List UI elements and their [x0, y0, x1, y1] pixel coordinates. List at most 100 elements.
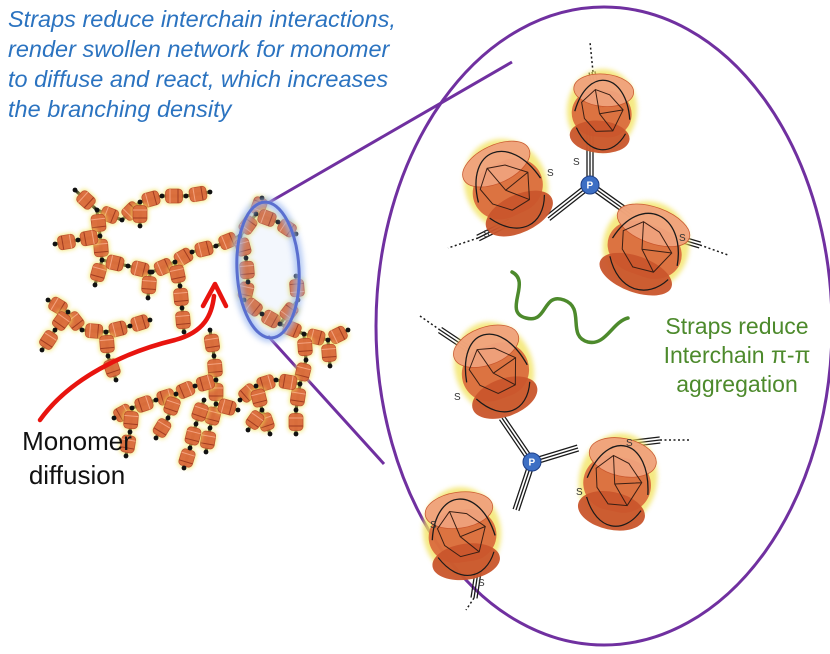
repeat-unit	[119, 433, 137, 455]
caption-top-line-3: to diffuse and react, which increases	[8, 66, 389, 92]
branch-node	[97, 233, 103, 239]
repeat-unit	[162, 395, 182, 417]
branch-node	[207, 425, 213, 431]
branch-node	[94, 207, 100, 213]
branch-node	[189, 249, 195, 255]
repeat-unit	[140, 274, 158, 296]
branch-node	[213, 377, 219, 383]
repeat-unit	[56, 233, 77, 251]
repeat-unit	[206, 357, 224, 379]
branch-node	[253, 383, 259, 389]
branch-node	[293, 407, 299, 413]
branch-node	[103, 329, 109, 335]
caption-monomer-diffusion: Monomer diffusion	[2, 424, 152, 492]
caption-right-line-2: Interchain π-π	[663, 342, 811, 368]
branch-node	[259, 311, 265, 317]
repeat-unit	[288, 412, 304, 432]
branch-node	[181, 465, 187, 471]
branch-node	[273, 377, 279, 383]
branch-node	[159, 193, 165, 199]
repeat-unit	[129, 313, 151, 333]
branch-node	[297, 381, 303, 387]
sulfur-label: S	[547, 168, 554, 179]
sulfur-label: S	[483, 229, 490, 240]
branch-node	[275, 219, 281, 225]
selection-ellipse	[232, 197, 304, 343]
branch-node	[125, 263, 131, 269]
sulfur-label: S	[573, 157, 580, 168]
repeat-unit	[249, 387, 269, 409]
repeat-unit	[75, 189, 97, 211]
repeat-unit	[277, 373, 299, 391]
branch-node	[192, 383, 198, 389]
branch-node	[153, 397, 159, 403]
zoom-line-bottom	[266, 334, 386, 466]
repeat-unit	[216, 397, 238, 417]
repeat-unit	[133, 394, 155, 414]
branch-node	[52, 327, 58, 333]
branch-node	[183, 193, 189, 199]
branch-node	[303, 357, 309, 363]
branch-node	[345, 327, 351, 333]
repeat-unit	[174, 309, 192, 331]
branch-node	[201, 397, 207, 403]
branch-node	[325, 337, 331, 343]
branch-node	[99, 257, 105, 263]
sulfur-label: S	[626, 438, 633, 449]
caption-right-line-1: Straps reduce	[665, 313, 809, 339]
branch-node	[111, 415, 117, 421]
repeat-unit	[244, 409, 266, 431]
branch-node	[193, 421, 199, 427]
caption-top-line-1: Straps reduce interchain interactions,	[8, 6, 396, 32]
repeat-unit	[164, 188, 184, 204]
branch-node	[52, 241, 58, 247]
branch-node	[253, 211, 259, 217]
repeat-unit	[296, 336, 314, 358]
branch-node	[177, 283, 183, 289]
repeat-unit	[174, 380, 197, 400]
repeat-unit	[183, 425, 203, 447]
branch-node	[259, 407, 265, 413]
sulfur-label: S	[679, 233, 686, 244]
branch-node	[245, 427, 251, 433]
branch-node	[267, 431, 273, 437]
repeat-unit	[132, 204, 148, 224]
repeat-unit	[172, 246, 195, 268]
core-atom: P	[580, 175, 600, 195]
branch-node	[293, 431, 299, 437]
strapped-unit	[577, 433, 658, 531]
branch-node	[129, 405, 135, 411]
repeat-unit	[151, 417, 173, 439]
caption-strap-effect: Straps reduce interchain interactions, r…	[8, 4, 528, 124]
branch-node	[187, 445, 193, 451]
repeat-unit	[122, 409, 140, 431]
repeat-unit	[152, 257, 175, 277]
caption-left-line-1: Monomer	[22, 426, 132, 456]
branch-node	[145, 295, 151, 301]
repeat-unit	[203, 332, 221, 354]
branch-node	[137, 223, 143, 229]
branch-node	[147, 269, 153, 275]
repeat-unit	[89, 212, 108, 234]
branch-node	[173, 391, 179, 397]
branch-node	[147, 317, 153, 323]
repeat-unit	[38, 329, 59, 351]
branch-node	[165, 415, 171, 421]
branch-node	[45, 297, 51, 303]
branch-node	[72, 187, 78, 193]
repeat-unit	[187, 185, 209, 203]
branch-node	[237, 397, 243, 403]
repeat-unit	[255, 373, 277, 393]
repeat-unit	[177, 447, 197, 469]
branch-node	[203, 449, 209, 455]
repeat-unit	[199, 429, 217, 451]
repeat-unit	[327, 325, 349, 345]
branch-node	[301, 331, 307, 337]
branch-node	[39, 347, 45, 353]
branch-node	[127, 429, 133, 435]
repeat-unit	[78, 229, 100, 247]
